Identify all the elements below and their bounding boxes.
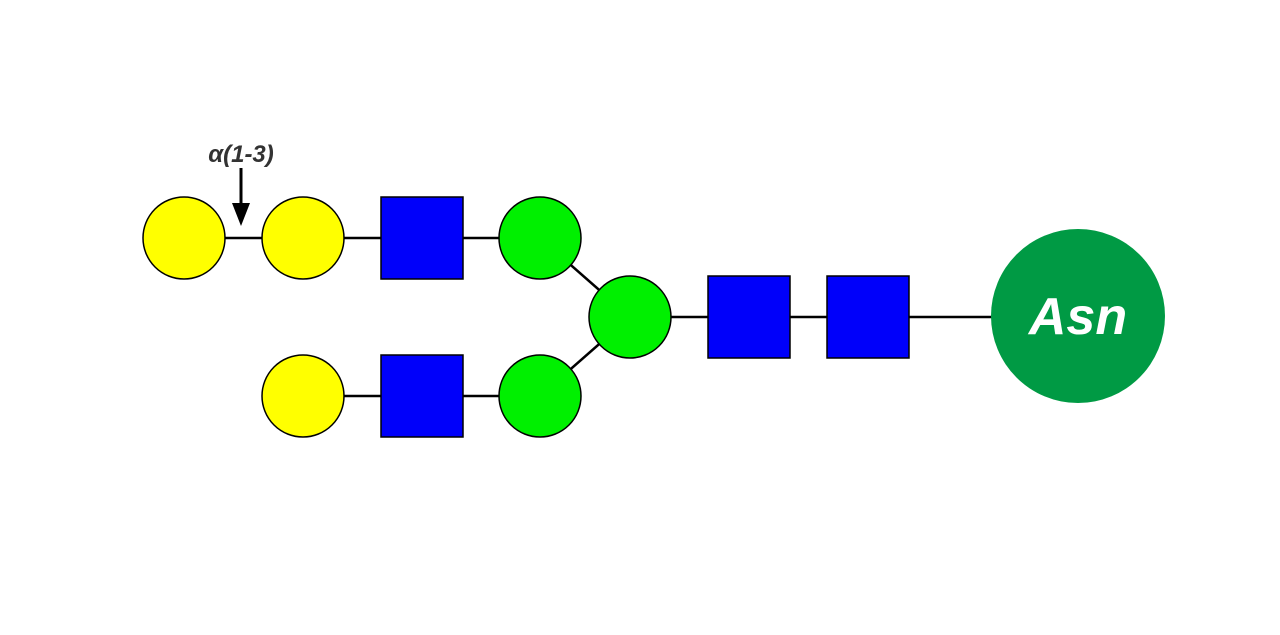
glcnac-upper xyxy=(380,196,464,280)
asn-node: Asn xyxy=(991,229,1165,403)
galactose-lower xyxy=(261,354,345,438)
galactose-terminal-alpha xyxy=(142,196,226,280)
asn-circle xyxy=(991,229,1165,403)
asn-label: Asn xyxy=(1027,288,1127,346)
linkage-label: α(1-3) xyxy=(208,141,274,168)
upper-antenna xyxy=(142,196,582,280)
glcnac-core-1 xyxy=(707,275,791,359)
lower-antenna xyxy=(261,354,582,438)
mannose-upper xyxy=(498,196,582,280)
glcnac-core-2 xyxy=(826,275,910,359)
mannose-core xyxy=(588,275,672,359)
linkage-annotation: α(1-3) xyxy=(208,141,274,226)
galactose-upper xyxy=(261,196,345,280)
down-arrow-icon xyxy=(232,168,250,226)
core xyxy=(588,275,910,359)
mannose-lower xyxy=(498,354,582,438)
glcnac-lower xyxy=(380,354,464,438)
